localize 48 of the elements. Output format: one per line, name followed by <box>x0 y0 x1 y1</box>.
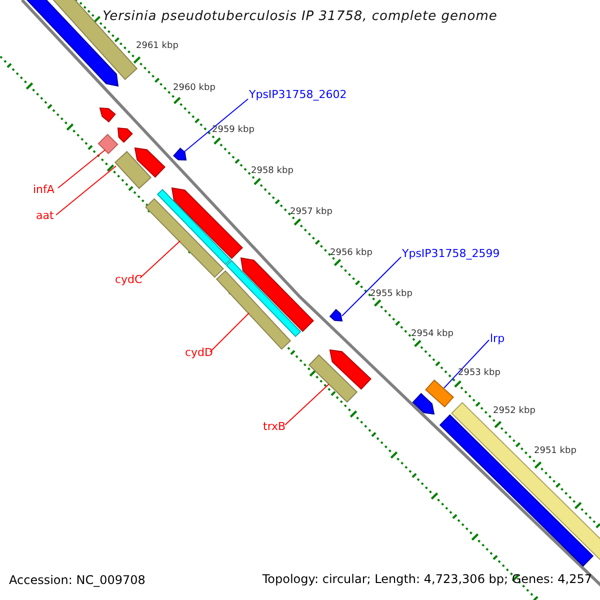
gene-feature <box>114 150 152 190</box>
gene-feature <box>308 354 358 403</box>
gene-feature <box>156 188 232 266</box>
gene-label: lrp <box>490 332 505 345</box>
gene-feature <box>329 308 343 322</box>
gene-feature <box>145 198 224 278</box>
leader-line <box>342 256 402 316</box>
gene-feature <box>425 380 454 408</box>
leader-line <box>184 98 248 152</box>
gene-feature <box>98 134 118 154</box>
gene-feature <box>451 402 600 561</box>
gene-feature <box>240 257 314 332</box>
scale-label: 2958 kbp <box>251 165 294 178</box>
gene-label: cydD <box>185 346 214 359</box>
scale-label: 2959 kbp <box>212 124 254 137</box>
map-title: Yersinia pseudotuberculosis IP 31758, complete genome <box>102 9 498 24</box>
gene-feature <box>412 392 435 415</box>
gene-feature <box>99 107 116 122</box>
gene-feature <box>439 414 594 567</box>
gene-feature <box>117 127 133 143</box>
leader-line <box>284 384 330 426</box>
scale-label: 2952 kbp <box>493 405 536 418</box>
gene-feature <box>171 187 243 259</box>
gene-label: YpsIP31758_2599 <box>402 247 500 260</box>
scale-label: 2960 kbp <box>173 82 216 95</box>
gene-label: trxB <box>263 420 286 433</box>
leader-line <box>58 150 106 188</box>
gene-feature <box>173 148 187 161</box>
leader-line <box>140 240 180 278</box>
gene-feature <box>226 260 302 338</box>
gene-label: infA <box>33 183 54 196</box>
gene-label: YpsIP31758_2602 <box>249 88 347 101</box>
gene-feature <box>329 349 372 390</box>
scale-label: 2954 kbp <box>411 328 454 341</box>
scale-label: 2955 kbp <box>370 288 412 301</box>
scale-label: 2953 kbp <box>458 367 500 380</box>
leader-line <box>210 312 250 352</box>
gene-label: cydC <box>115 273 142 286</box>
accession-text: Accession: NC_009708 <box>9 574 146 587</box>
scale-label: 2957 kbp <box>290 206 332 219</box>
leader-line <box>56 166 116 216</box>
scale-label: 2956 kbp <box>330 247 372 260</box>
gene-label: aat <box>36 209 54 222</box>
leader-line <box>444 340 490 388</box>
gene-feature <box>216 270 292 350</box>
scale-label: 2961 kbp <box>136 40 178 53</box>
scale-label: 2951 kbp <box>534 445 576 458</box>
gene-feature <box>134 147 166 178</box>
